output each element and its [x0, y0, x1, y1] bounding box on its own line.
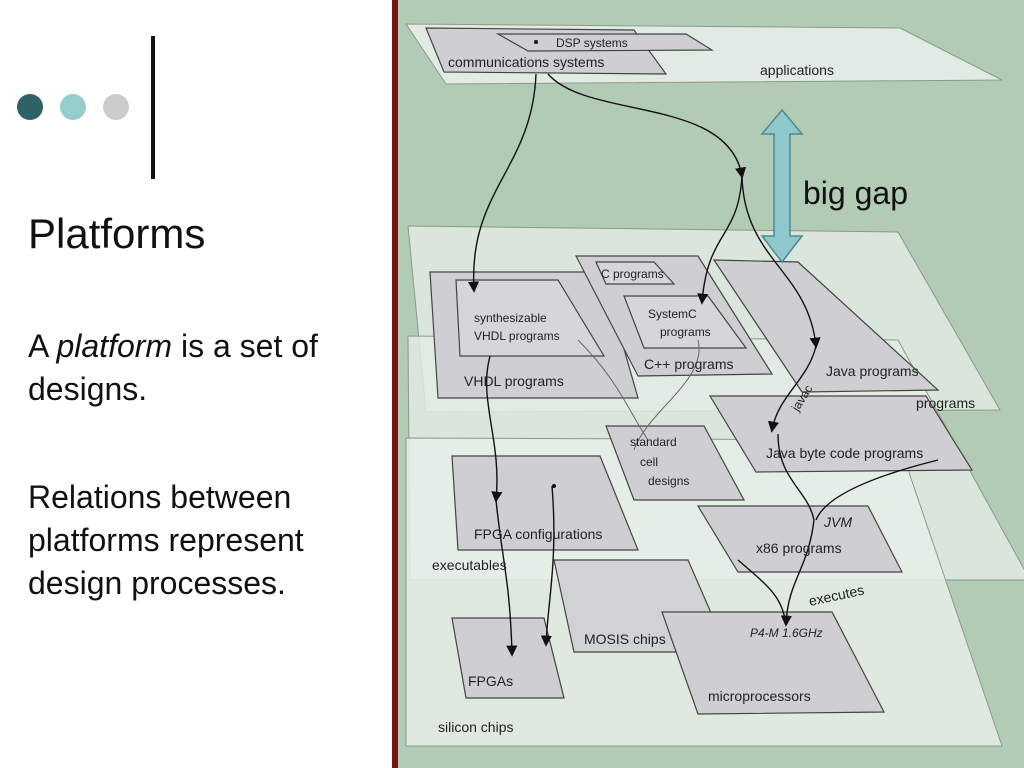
box-c-programs [595, 261, 676, 285]
label-standard: standard [630, 435, 677, 449]
paragraph1-emphasis: platform [56, 328, 173, 364]
arrow-bytecode-to-jvm [777, 433, 815, 521]
label-designs: designs [648, 474, 689, 488]
paragraph1-line2: designs. [28, 371, 148, 407]
arrow-bytecode-to-jvm-2 [815, 459, 939, 521]
label-cell: cell [640, 455, 658, 469]
label-java-byte-code: Java byte code programs [766, 445, 923, 461]
paragraph2-line2: platforms represent [28, 522, 304, 558]
relation-arrows [467, 73, 939, 657]
label-vhdl-programs: VHDL programs [464, 373, 564, 389]
label-c-programs: C programs [601, 267, 664, 281]
decor-dot-dark [17, 94, 43, 120]
label-x86-programs: x86 programs [756, 540, 842, 556]
label-jvm: JVM [823, 514, 852, 530]
label-cpp-programs: C++ programs [644, 356, 733, 372]
label-systemc-2: programs [660, 325, 711, 339]
box-microprocessors [661, 611, 885, 715]
arrow-fpga-config-to-fpgas [495, 499, 518, 657]
paragraph2-line1: Relations between [28, 479, 292, 515]
arrow-comm-to-vhdl [467, 73, 537, 293]
label-communications-systems: communications systems [448, 54, 604, 70]
arrow-gap-to-systemc [697, 175, 743, 305]
label-big-gap: big gap [803, 175, 908, 211]
label-mosis-chips: MOSIS chips [584, 631, 666, 647]
box-systemc-programs [623, 295, 748, 349]
label-synthesizable-2: VHDL programs [474, 329, 560, 343]
relation-arrows-light [577, 339, 700, 451]
label-silicon-chips: silicon chips [438, 719, 513, 735]
paragraph-platform-definition: A platform is a set of designs. [28, 325, 318, 411]
decor-vertical-bar [151, 36, 155, 179]
arrow-fpga-config-to-fpgas-2 [540, 485, 555, 647]
label-microprocessors: microprocessors [708, 688, 811, 704]
label-programs-layer: programs [916, 395, 975, 411]
label-p4m: P4-M 1.6GHz [750, 626, 823, 640]
box-fpgas [451, 617, 565, 699]
decor-dot-light [103, 94, 129, 120]
label-dsp-systems: DSP systems [556, 36, 628, 50]
platform-diagram-panel: DSP systems communications systems appli… [398, 0, 1024, 768]
box-java-byte-code [708, 395, 974, 473]
label-fpgas: FPGAs [468, 673, 513, 689]
box-dsp-systems [495, 33, 715, 52]
box-standard-cell-designs [605, 425, 746, 501]
paragraph1-prefix: A [28, 328, 57, 364]
arrow-vhdl-to-fpga-config [485, 355, 503, 503]
paragraph-relations: Relations between platforms represent de… [28, 476, 304, 605]
slide-title: Platforms [28, 210, 206, 257]
box-java-programs [712, 259, 940, 393]
arrow-gap-to-java [741, 175, 821, 349]
label-executables-layer: executables [432, 557, 507, 573]
arrow-java-to-bytecode [767, 345, 817, 433]
box-x86-programs [696, 505, 903, 573]
slide-divider [392, 0, 398, 768]
box-synthesizable-vhdl [455, 279, 606, 357]
big-gap-arrow [760, 108, 804, 264]
label-synthesizable-1: synthesizable [474, 311, 547, 325]
decor-dot-mid [60, 94, 86, 120]
arrow-x86-to-p4m [737, 559, 787, 625]
arrow-jvm-to-p4m [780, 519, 815, 627]
arrow-comm-to-gap [547, 73, 747, 179]
paragraph1-suffix: is a set of [172, 328, 318, 364]
platform-diagram: DSP systems communications systems appli… [405, 23, 1024, 747]
label-applications: applications [760, 62, 834, 78]
label-java-programs: Java programs [826, 363, 919, 379]
label-systemc-1: SystemC [648, 307, 697, 321]
label-fpga-configurations: FPGA configurations [474, 526, 602, 542]
paragraph2-line3: design processes. [28, 565, 286, 601]
